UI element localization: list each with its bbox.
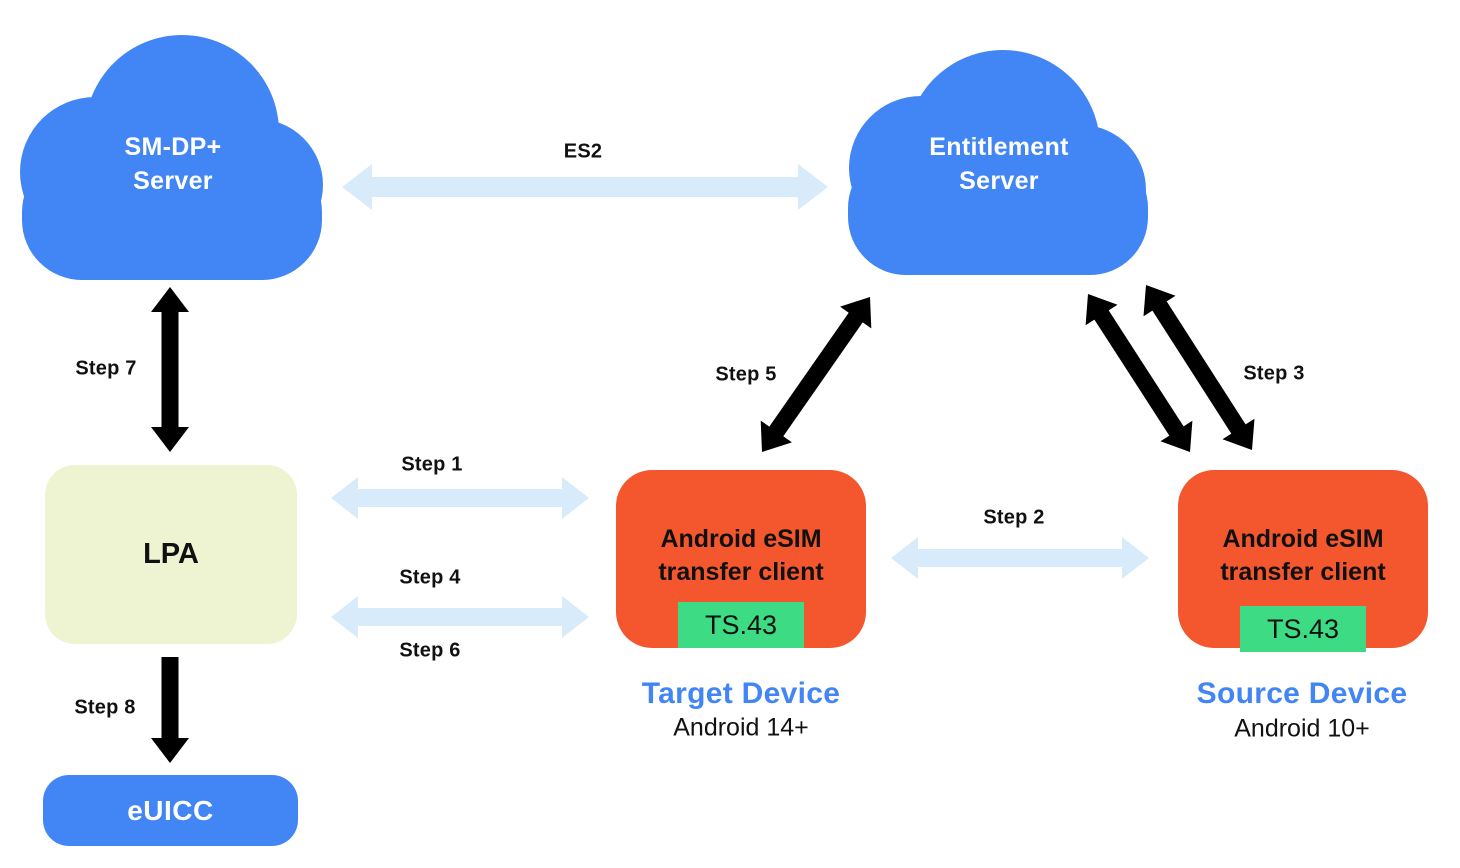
step-8-arrow [151, 657, 189, 763]
step-6-edge-label: Step 6 [399, 639, 461, 662]
smdp-server-label-line1: SM-DP+ [124, 133, 222, 161]
source-device-os: Android 10+ [1234, 714, 1370, 743]
arrow-layer [151, 164, 1255, 763]
step-1-arrow [331, 477, 589, 519]
source-ts43-badge: TS.43 [1240, 606, 1366, 652]
step-3-arrow-right [1143, 285, 1255, 450]
source-client-label: Android eSIM transfer client [1220, 525, 1386, 586]
entitlement-server-cloud-icon [848, 50, 1148, 275]
step-2-edge-label: Step 2 [983, 506, 1045, 529]
target-ts43-badge: TS.43 [678, 602, 804, 648]
es2-edge-label: ES2 [563, 140, 603, 163]
step-7-edge-label: Step 7 [75, 357, 137, 380]
target-ts43-badge-label: TS.43 [704, 609, 778, 640]
source-esim-client-node: Android eSIM transfer client TS.43 [1178, 470, 1428, 652]
target-device-caption: Target Device [641, 677, 841, 710]
step-8-edge-label: Step 8 [74, 696, 136, 719]
step-4-edge-label: Step 4 [399, 566, 461, 589]
smdp-server-cloud-icon [20, 35, 323, 280]
step-3-edge-label: Step 3 [1243, 362, 1305, 385]
step-3-arrow-left [1085, 294, 1193, 452]
step-4-6-arrow [331, 596, 589, 638]
step-7-arrow [151, 287, 189, 452]
step-2-arrow [891, 537, 1149, 579]
step-1-edge-label: Step 1 [401, 453, 463, 476]
lpa-label: LPA [143, 538, 199, 570]
source-ts43-badge-label: TS.43 [1266, 613, 1340, 644]
smdp-server-label-line2: Server [133, 167, 213, 195]
euicc-node: eUICC [43, 775, 298, 846]
target-client-label: Android eSIM transfer client [658, 525, 824, 586]
target-esim-client-node: Android eSIM transfer client TS.43 [616, 470, 866, 648]
smdp-server-label: SM-DP+ Server [125, 130, 222, 198]
lpa-node: LPA [45, 465, 297, 644]
entitlement-server-label: Entitlement Server [929, 130, 1068, 198]
step-5-edge-label: Step 5 [715, 363, 777, 386]
euicc-label: eUICC [127, 794, 214, 826]
es2-arrow [342, 164, 828, 210]
target-device-os: Android 14+ [673, 713, 809, 742]
source-device-caption: Source Device [1196, 677, 1408, 710]
entitlement-server-label-line2: Server [959, 167, 1039, 195]
step-5-arrow [760, 297, 872, 452]
entitlement-server-label-line1: Entitlement [929, 133, 1069, 161]
